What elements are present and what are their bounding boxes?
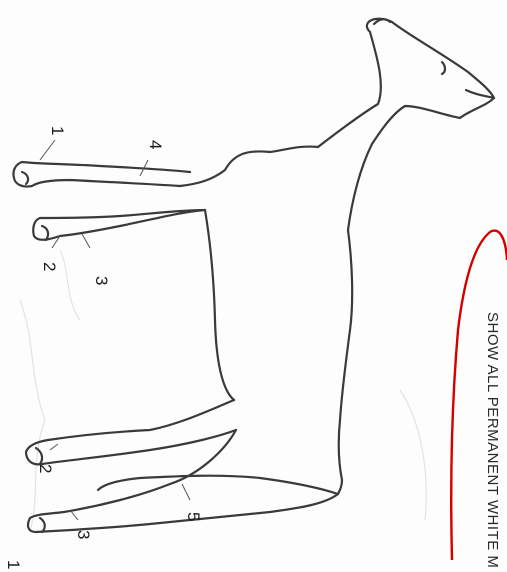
marker-3-hind: 3 [74,530,93,539]
instruction-text: SHOW ALL PERMANENT WHITE M [484,312,501,568]
marker-2-hind: 2 [36,464,55,473]
leader-1-top [40,140,55,160]
leader-5-hind [182,484,190,500]
marker-1-top: 1 [48,126,67,135]
marker-4-top: 4 [146,140,165,149]
horse-outline [13,19,494,532]
marker-1-bottom: 1 [4,560,23,569]
marker-5-hind: 5 [184,512,203,521]
leader-3-fore [82,234,90,248]
leader-lines [40,140,190,520]
leader-3-hind [70,510,78,520]
marker-2-fore: 2 [40,262,59,271]
background-show-through [20,250,426,530]
marker-3-fore: 3 [92,276,111,285]
marker-labels: 1 4 2 3 2 3 5 1 [4,126,203,569]
leader-2-hind [50,444,58,450]
